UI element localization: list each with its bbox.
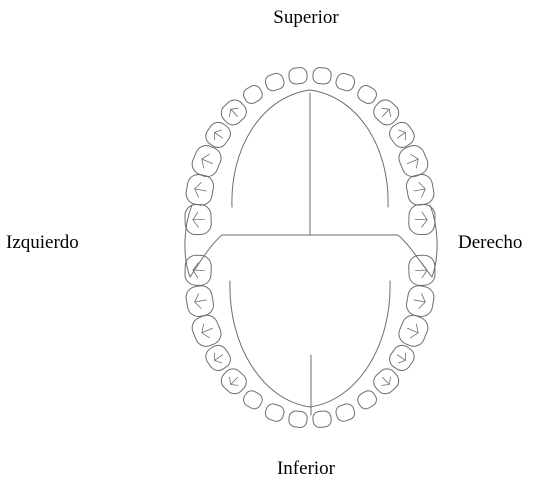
lower-teeth-group bbox=[184, 255, 435, 428]
upper-tooth bbox=[396, 142, 432, 180]
upper-tooth bbox=[405, 173, 436, 207]
upper-tooth bbox=[264, 72, 286, 93]
label-izquierdo: Izquierdo bbox=[6, 233, 79, 252]
upper-tooth bbox=[241, 83, 265, 106]
lower-tooth bbox=[405, 284, 436, 318]
lower-tooth bbox=[312, 410, 332, 428]
upper-tooth bbox=[312, 67, 332, 85]
upper-tooth bbox=[189, 142, 225, 180]
lower-tooth bbox=[396, 312, 432, 350]
lower-tooth bbox=[264, 402, 286, 423]
lower-tooth bbox=[408, 255, 435, 286]
upper-tooth bbox=[334, 72, 356, 93]
label-inferior: Inferior bbox=[0, 459, 550, 478]
lower-tooth bbox=[185, 255, 212, 286]
upper-tooth bbox=[184, 173, 215, 207]
lower-tooth bbox=[288, 410, 308, 428]
label-derecho: Derecho bbox=[458, 233, 522, 252]
upper-tooth bbox=[288, 67, 308, 85]
jaw-outline bbox=[185, 205, 437, 277]
label-superior: Superior bbox=[0, 8, 550, 27]
lower-inner-arch bbox=[230, 281, 390, 407]
lower-tooth bbox=[334, 402, 356, 423]
lower-tooth bbox=[355, 388, 379, 411]
lower-tooth bbox=[241, 388, 265, 411]
upper-tooth bbox=[185, 204, 212, 235]
upper-tooth bbox=[355, 83, 379, 106]
lower-tooth bbox=[184, 284, 215, 318]
lower-tooth bbox=[189, 312, 225, 350]
dental-arch-diagram bbox=[170, 55, 455, 445]
